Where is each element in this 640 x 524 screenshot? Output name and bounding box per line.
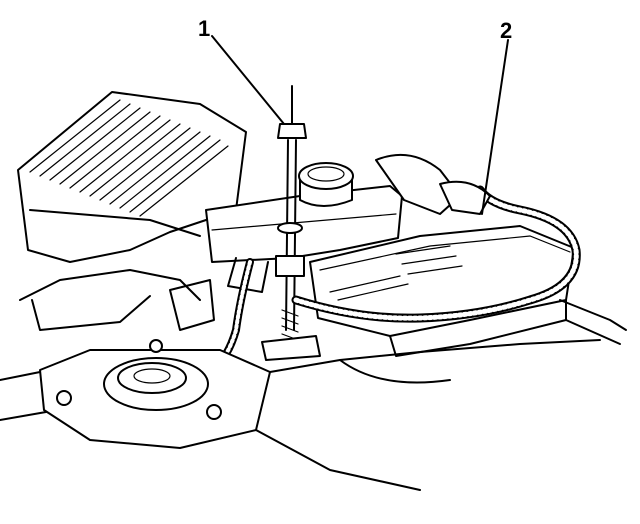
strut-tower <box>39 339 271 449</box>
callout-2-label: 2 <box>500 18 513 43</box>
cowl-panel <box>0 279 601 491</box>
intake-manifold <box>17 91 247 331</box>
wiring-harness <box>222 185 581 358</box>
callout-1-label: 1 <box>198 16 211 41</box>
callout-2-leader <box>481 39 509 215</box>
right-side-hoses <box>375 153 627 345</box>
callout-1-leader <box>211 35 285 125</box>
hood-latch-rod <box>261 85 321 361</box>
